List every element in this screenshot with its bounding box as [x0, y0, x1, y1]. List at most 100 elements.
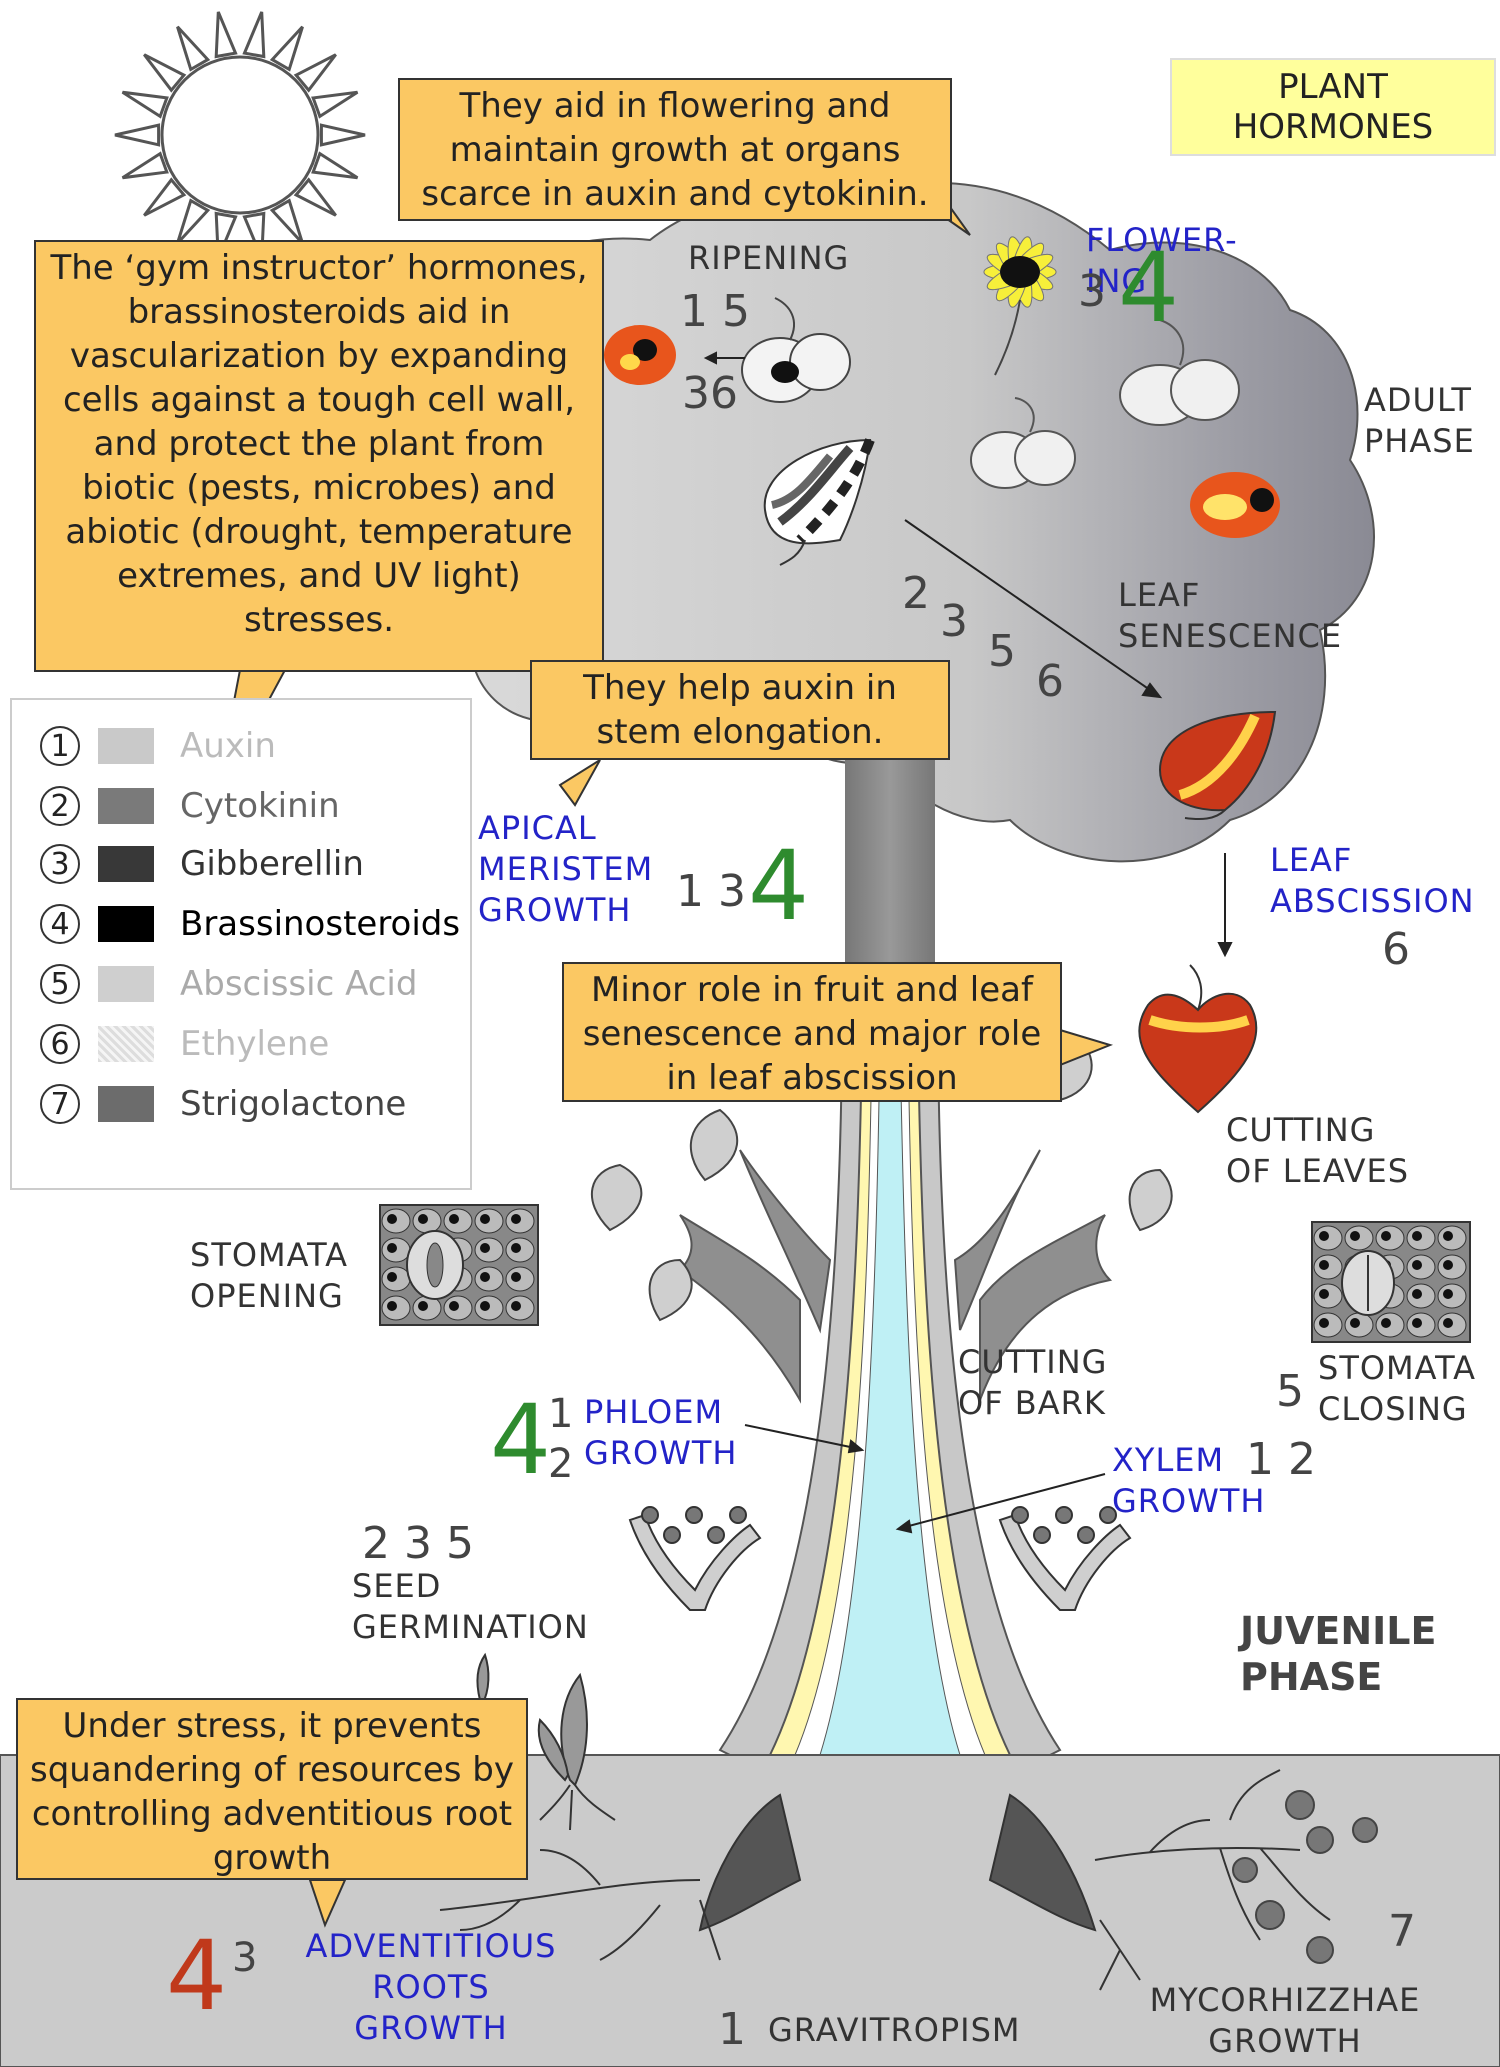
arrow: [703, 351, 1233, 958]
label-line: PHLOEM: [584, 1393, 724, 1431]
sun-ray: [242, 11, 266, 59]
adventitious-roots-label: ADVENTITIOUS ROOTS GROWTH: [296, 1926, 566, 2049]
stem-bubble: They help auxin in stem elongation.: [530, 660, 950, 760]
stomata-nucleus: [1350, 1318, 1360, 1328]
apical-meristem-label: APICAL MERISTEM GROWTH: [478, 808, 653, 931]
adult-phase-label: ADULT PHASE: [1364, 380, 1475, 462]
flowering-brassino-mark: 4: [1118, 232, 1180, 344]
legend-number: 5: [40, 964, 80, 1004]
ripening-hormones-bottom: 36: [682, 368, 738, 419]
legend-swatch: [98, 846, 154, 882]
legend-label: Strigolactone: [180, 1084, 407, 1124]
flowering-label: FLOWER- ING: [1086, 220, 1238, 302]
brassinosteroids-bubble: The ‘gym instructor’ hormones, brassinos…: [34, 240, 604, 672]
lichen-tip: [729, 1506, 747, 1524]
stomata-nucleus: [480, 1272, 490, 1282]
lichen-tip: [641, 1506, 659, 1524]
apical-hormone-numbers: 1 3: [676, 866, 746, 917]
label-line: GROWTH: [1208, 2022, 1362, 2060]
legend-row: 3 Gibberellin: [40, 838, 364, 890]
legend-label: Auxin: [180, 726, 276, 766]
cutting-leaves-label: CUTTING OF LEAVES: [1226, 1110, 1409, 1192]
label-line: LEAF: [1270, 841, 1353, 879]
adventitious-roots: [439, 1769, 1331, 1991]
adventitious-brassino-mark: 4: [166, 1920, 228, 2032]
sun-ray: [319, 123, 366, 147]
seed-germination-label: SEED GERMINATION: [352, 1566, 589, 1648]
flower-center: [1000, 256, 1040, 288]
label-line: MERISTEM: [478, 850, 654, 888]
striped-leaf-icon: [763, 438, 875, 566]
legend-number: 6: [40, 1024, 80, 1064]
falling-leaf-icon: [1138, 964, 1258, 1114]
label-line: PHASE: [1240, 1655, 1383, 1699]
stomata-opening-icon: [379, 1204, 539, 1326]
stomata-nucleus: [387, 1272, 397, 1282]
legend-label: Abscissic Acid: [180, 964, 418, 1004]
stomata-nucleus: [1443, 1318, 1453, 1328]
sun-ray: [176, 198, 211, 245]
stomata-nucleus: [1319, 1289, 1329, 1299]
senescence-number: 5: [988, 626, 1016, 677]
title-line: HORMONES: [1232, 107, 1434, 147]
tree-trunk-upper: [845, 740, 935, 970]
title-box: PLANT HORMONES: [1170, 58, 1496, 156]
label-arrow: [744, 1424, 1106, 1534]
legend-number: 7: [40, 1084, 80, 1124]
stomata-nucleus: [1443, 1231, 1453, 1241]
label-line: STOMATA: [1318, 1349, 1477, 1387]
leaf-senescence-label: LEAF SENESCENCE: [1118, 575, 1342, 657]
lichen-tip: [663, 1526, 681, 1544]
fruit-outline-icon: [970, 319, 1240, 489]
label-line: JUVENILE: [1240, 1609, 1437, 1653]
lichen-tip: [685, 1506, 703, 1524]
legend-row: 6 Ethylene: [40, 1018, 329, 1070]
legend-swatch: [98, 966, 154, 1002]
sun-ray: [121, 151, 169, 180]
stomata-nucleus: [1319, 1318, 1329, 1328]
legend-row: 1 Auxin: [40, 720, 276, 772]
gravitropism-number: 1: [718, 2004, 746, 2055]
label-line: GROWTH: [354, 2009, 508, 2047]
stomata-nucleus: [1443, 1289, 1453, 1299]
flower-stem: [994, 299, 1021, 376]
label-line: MYCORHIZZHAE: [1149, 1981, 1421, 2019]
unripe-fruit-icon: [741, 297, 851, 403]
label-line: SENESCENCE: [1118, 617, 1343, 655]
legend-row: 5 Abscissic Acid: [40, 958, 417, 1010]
stomata-nucleus: [1319, 1231, 1329, 1241]
stomata-nucleus: [480, 1214, 490, 1224]
ripe-fruit-icon: [604, 325, 676, 385]
adventitious-hormone-number: 3: [232, 1935, 258, 1981]
label-line: ADVENTITIOUS: [305, 1927, 557, 1965]
label-line: GROWTH: [478, 891, 632, 929]
label-line: STOMATA: [190, 1236, 349, 1274]
stomata-nucleus: [387, 1301, 397, 1311]
lichen-tip: [1033, 1526, 1051, 1544]
label-line: GROWTH: [1112, 1482, 1266, 1520]
seedling-roots: [539, 1784, 616, 1831]
ripening-hormones-top: 1 5: [680, 286, 750, 337]
label-line: PHASE: [1364, 422, 1475, 460]
seedling-icon: [476, 1652, 588, 1787]
juvenile-phase-label: JUVENILE PHASE: [1240, 1608, 1436, 1700]
sun-ray: [293, 177, 337, 217]
senescence-number: 6: [1036, 656, 1064, 707]
abscission-number: 6: [1382, 924, 1410, 975]
stomata-nucleus: [1412, 1260, 1422, 1270]
sun-icon: [114, 11, 366, 259]
lichen-tip: [1099, 1506, 1117, 1524]
legend-label: Cytokinin: [180, 786, 340, 826]
legend-number: 2: [40, 786, 80, 826]
stomata-nucleus: [1319, 1260, 1329, 1270]
legend-swatch: [98, 906, 154, 942]
lichen-tip: [1055, 1506, 1073, 1524]
ethylene-bubble: Minor role in fruit and leaf senescence …: [562, 962, 1062, 1102]
legend-number: 3: [40, 844, 80, 884]
stomata-nucleus: [1412, 1289, 1422, 1299]
label-line: GROWTH: [584, 1434, 738, 1472]
stomata-nucleus: [511, 1243, 521, 1253]
lichen-branch: [998, 1513, 1132, 1611]
stomata-closing-number: 5: [1276, 1366, 1304, 1417]
label-line: CLOSING: [1318, 1390, 1468, 1428]
